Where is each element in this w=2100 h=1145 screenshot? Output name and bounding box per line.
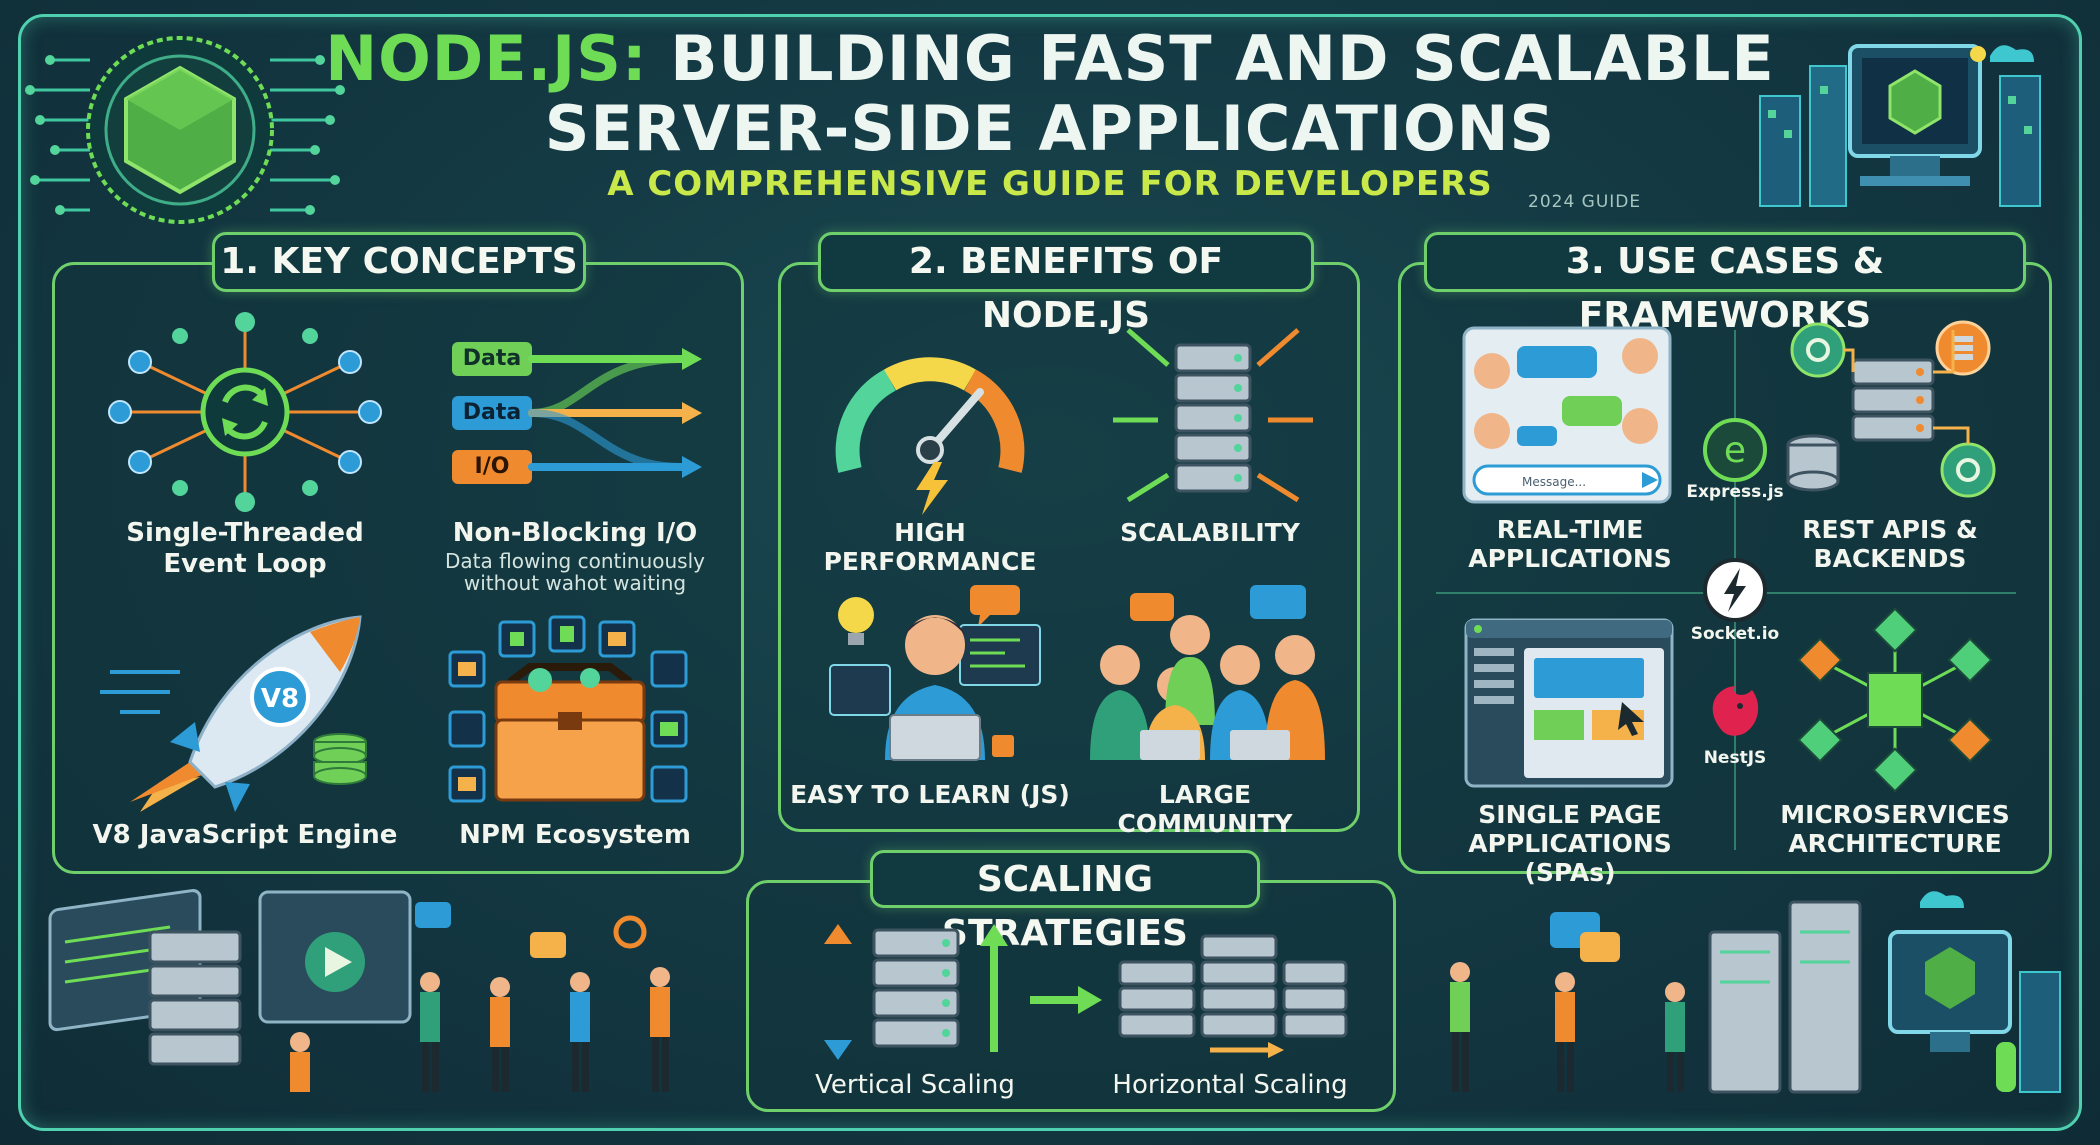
express-logo-glyph: e — [1724, 430, 1746, 471]
rest-api-icon — [1786, 320, 1996, 498]
v8-label: V8 JavaScript Engine — [92, 820, 398, 850]
benefits-title: 2. BENEFITS OF NODE.JS — [818, 232, 1314, 336]
chat-window-icon: Message... — [1462, 326, 1672, 504]
realtime-label: REAL-TIME APPLICATIONS — [1468, 515, 1672, 573]
horizontal-scaling-icon — [1030, 934, 1348, 1058]
nestjs-logo-icon — [1712, 686, 1759, 736]
npm-toolbox-icon — [448, 615, 688, 803]
bottom-right-team-scene — [1450, 891, 2061, 1094]
community-label: LARGE COMMUNITY — [1117, 780, 1293, 838]
title-accent: NODE.JS: — [325, 22, 648, 95]
rocket-icon: V8 — [100, 615, 367, 812]
data-flow-arrows-icon — [528, 348, 702, 478]
io-chip-io: I/O — [452, 450, 532, 484]
key-concepts-title: 1. KEY CONCEPTS — [212, 232, 586, 292]
scalability-label: SCALABILITY — [1120, 518, 1300, 547]
io-chip-data-1: Data — [452, 342, 532, 376]
horizontal-scaling-label: Horizontal Scaling — [1112, 1070, 1348, 1100]
rest-label: REST APIS & BACKENDS — [1802, 515, 1978, 573]
city-skyline-icon — [1759, 44, 2041, 207]
title-rest: BUILDING FAST AND SCALABLE — [670, 22, 1775, 95]
vertical-scaling-label: Vertical Scaling — [815, 1070, 1015, 1100]
npm-label: NPM Ecosystem — [459, 820, 691, 850]
bottom-left-team-scene — [48, 889, 670, 1092]
infographic-frame — [18, 14, 2082, 1131]
socketio-logo-icon — [1703, 558, 1767, 622]
spa-browser-icon — [1464, 618, 1674, 788]
performance-label: HIGH PERFORMANCE — [823, 518, 1037, 576]
use-cases-title: 3. USE CASES & FRAMEWORKS — [1424, 232, 2026, 336]
guide-badge: 2024 GUIDE — [1528, 192, 1642, 212]
express-logo-icon: e — [1703, 418, 1767, 482]
express-label: Express.js — [1686, 482, 1784, 502]
scaling-title: SCALING STRATEGIES — [870, 850, 1260, 954]
easy-label: EASY TO LEARN (JS) — [790, 780, 1070, 809]
developer-laptop-icon — [829, 585, 1041, 761]
socketio-label: Socket.io — [1690, 624, 1780, 644]
io-chip-data-2: Data — [452, 396, 532, 430]
event-loop-icon — [108, 312, 382, 512]
v8-badge-text: V8 — [261, 684, 299, 714]
speedometer-icon — [835, 357, 1025, 515]
main-subtitle: A COMPREHENSIVE GUIDE FOR DEVELOPERS — [607, 164, 1493, 204]
nestjs-label: NestJS — [1703, 748, 1767, 768]
main-title-line1: NODE.JS: BUILDING FAST AND SCALABLE — [0, 22, 2100, 95]
event-loop-label: Single-Threaded Event Loop — [126, 518, 364, 579]
microservices-cubes-icon — [1797, 607, 1993, 793]
spa-label: SINGLE PAGE APPLICATIONS (SPAs) — [1468, 800, 1672, 887]
scalability-servers-icon — [1113, 328, 1313, 503]
nonblocking-desc: Data flowing continuously without wahot … — [445, 549, 705, 595]
vertical-scaling-icon — [824, 924, 1008, 1060]
community-people-icon — [1090, 585, 1325, 760]
message-input-placeholder: Message... — [1522, 475, 1586, 489]
nodejs-logo-icon — [25, 36, 345, 224]
main-title-line2: SERVER-SIDE APPLICATIONS — [544, 92, 1556, 165]
microservices-label: MICROSERVICES ARCHITECTURE — [1780, 800, 2010, 858]
nonblocking-label: Non-Blocking I/O — [452, 518, 698, 548]
